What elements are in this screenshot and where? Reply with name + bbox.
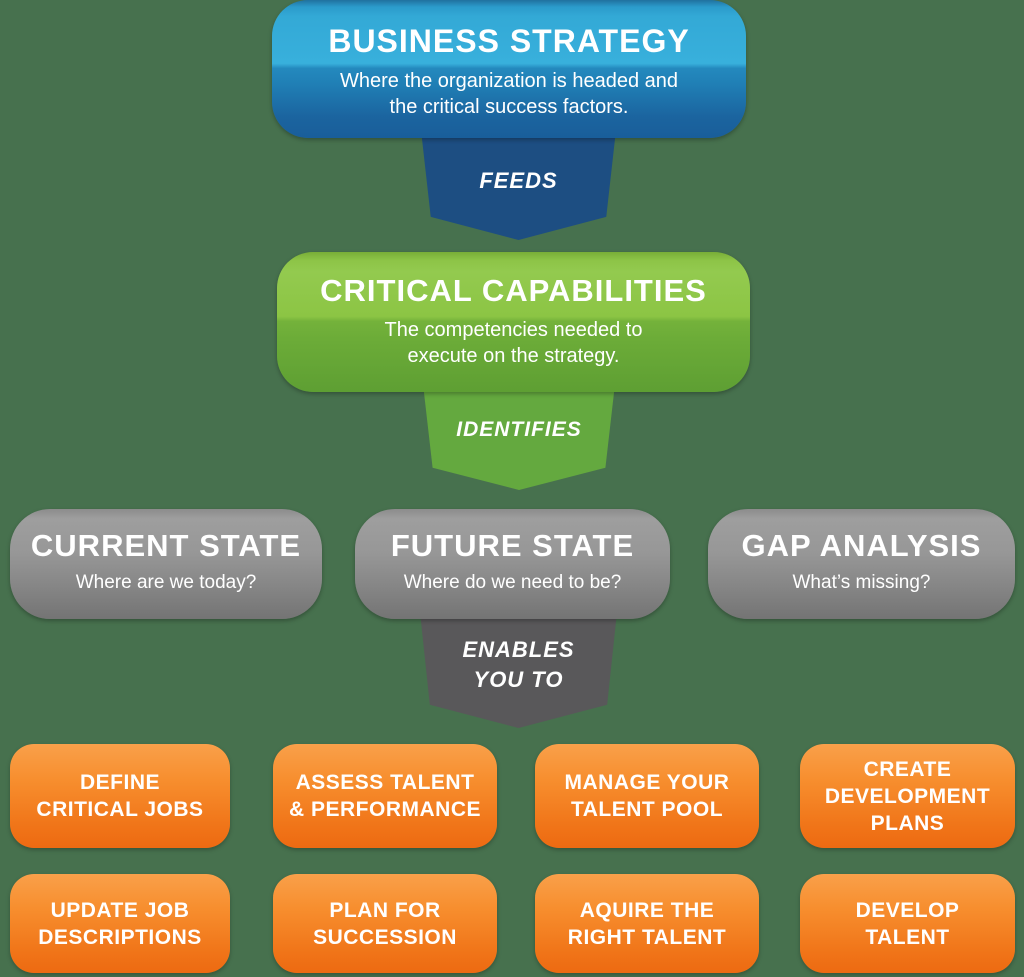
action-plan-for-succession: PLAN FOR SUCCESSION <box>273 874 497 973</box>
action-manage-talent-pool: MANAGE YOUR TALENT POOL <box>535 744 759 848</box>
action-aquire-right-talent: AQUIRE THE RIGHT TALENT <box>535 874 759 973</box>
future-state-node: FUTURE STATE Where do we need to be? <box>355 509 670 619</box>
gap-analysis-node: GAP ANALYSIS What’s missing? <box>708 509 1015 619</box>
action-update-job-descriptions: UPDATE JOB DESCRIPTIONS <box>10 874 230 973</box>
identifies-connector-arrow: IDENTIFIES <box>423 384 615 490</box>
enables-you-to-label: ENABLES YOU TO <box>462 637 575 692</box>
current-state-subtitle: Where are we today? <box>75 572 257 593</box>
action-assess-talent-performance: ASSESS TALENT & PERFORMANCE <box>273 744 497 848</box>
critical-capabilities-title: CRITICAL CAPABILITIES <box>320 273 707 308</box>
feeds-label: FEEDS <box>479 168 558 193</box>
action-define-critical-jobs: DEFINE CRITICAL JOBS <box>10 744 230 848</box>
future-state-subtitle: Where do we need to be? <box>403 572 622 593</box>
business-strategy-title: BUSINESS STRATEGY <box>328 23 690 59</box>
current-state-node: CURRENT STATE Where are we today? <box>10 509 322 619</box>
critical-capabilities-subtitle: The competencies needed to execute on th… <box>384 319 643 367</box>
action-develop-talent: DEVELOP TALENT <box>800 874 1015 973</box>
enables-connector-arrow: ENABLES YOU TO <box>420 612 617 728</box>
feeds-connector-arrow: FEEDS <box>421 130 616 240</box>
critical-capabilities-node: CRITICAL CAPABILITIES The competencies n… <box>277 252 750 392</box>
gap-analysis-subtitle: What’s missing? <box>792 572 931 593</box>
future-state-title: FUTURE STATE <box>390 528 635 563</box>
identifies-label: IDENTIFIES <box>456 418 582 441</box>
action-create-development-plans: CREATE DEVELOPMENT PLANS <box>800 744 1015 848</box>
business-strategy-node: BUSINESS STRATEGY Where the organization… <box>272 0 746 138</box>
gap-analysis-title: GAP ANALYSIS <box>741 528 982 563</box>
current-state-title: CURRENT STATE <box>30 528 302 563</box>
business-strategy-subtitle: Where the organization is headed and the… <box>339 70 678 118</box>
